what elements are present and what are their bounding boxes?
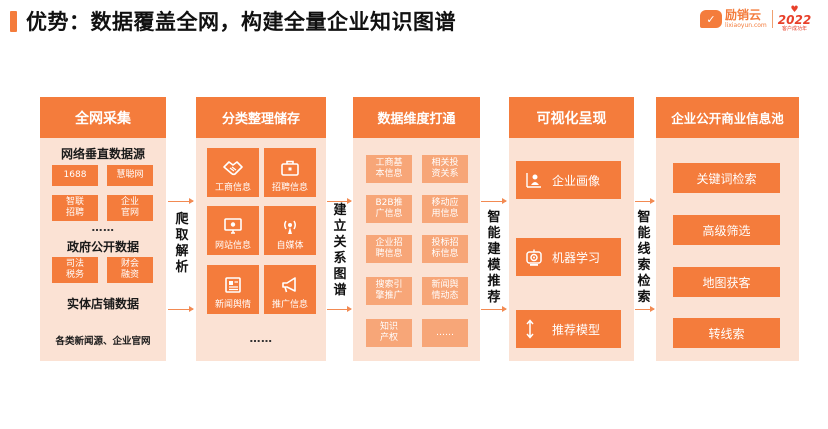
brand-name: 励销云 bbox=[725, 7, 762, 22]
arrow-connector bbox=[327, 198, 352, 204]
stage-title: 企业公开商业信息池 bbox=[656, 97, 799, 138]
link-label-lead-search: 智能线索检索 bbox=[637, 210, 651, 305]
megaphone-icon bbox=[282, 277, 296, 293]
robot-icon bbox=[522, 247, 546, 267]
chip-zhilian: 智联 招聘 bbox=[52, 195, 98, 221]
viz-label: 推荐模型 bbox=[552, 322, 601, 337]
tile-website-info: 网站信息 bbox=[207, 206, 259, 255]
heart-icon: ♥ bbox=[790, 5, 799, 15]
section-title-government: 政府公开数据 bbox=[66, 240, 139, 254]
stage-title: 可视化呈现 bbox=[509, 97, 634, 138]
arrow-connector bbox=[481, 198, 507, 204]
section-title-stores: 实体店铺数据 bbox=[66, 297, 139, 311]
broadcast-icon bbox=[284, 220, 296, 234]
cell-more: …… bbox=[422, 319, 468, 347]
section-footer-news: 各类新闻源、企业官网 bbox=[55, 336, 151, 347]
updown-arrows-icon bbox=[522, 318, 546, 340]
cell-search-promo: 搜索引 擎推广 bbox=[366, 277, 412, 305]
stage-title: 全网采集 bbox=[40, 97, 166, 138]
handshake-icon bbox=[223, 161, 243, 176]
arrow-connector bbox=[635, 306, 655, 312]
cell-mobile-app: 移动应 用信息 bbox=[422, 195, 468, 223]
chip-finance: 财会 融资 bbox=[107, 257, 153, 283]
viz-label: 企业画像 bbox=[552, 173, 601, 188]
cell-b2b-promo: B2B推 广信息 bbox=[366, 195, 412, 223]
brand-mark-icon: ✓ bbox=[700, 10, 722, 28]
tile-news-sentiment: 新闻舆情 bbox=[207, 265, 259, 314]
link-label-modeling: 智能建模推荐 bbox=[487, 210, 501, 305]
link-label-build-graph: 建立关系图谱 bbox=[333, 203, 347, 298]
viz-recommend-model: 推荐模型 bbox=[516, 310, 621, 348]
arrow-connector bbox=[481, 306, 507, 312]
pool-map-acquisition: 地图获客 bbox=[673, 267, 780, 297]
newspaper-icon bbox=[225, 277, 241, 293]
tile-label: 自媒体 bbox=[276, 241, 304, 251]
tile-business-info: 工商信息 bbox=[207, 148, 259, 197]
viz-label: 机器学习 bbox=[552, 250, 601, 265]
brand-tagline: 客户成功年 bbox=[781, 26, 807, 32]
page-title: 优势：数据覆盖全网，构建全量企业知识图谱 bbox=[26, 10, 456, 34]
viz-company-profile: 企业画像 bbox=[516, 161, 621, 199]
brand-divider bbox=[771, 10, 773, 28]
stage-title: 分类整理储存 bbox=[196, 97, 326, 138]
title-accent-bar bbox=[10, 11, 17, 32]
arrow-connector bbox=[168, 306, 194, 312]
stage-title: 数据维度打通 bbox=[353, 97, 480, 138]
pool-advanced-filter: 高级筛选 bbox=[673, 215, 780, 245]
cell-business-basic: 工商基 本信息 bbox=[366, 155, 412, 183]
stage-visualization: 可视化呈现 企业画像 机器学习 推荐模型 bbox=[509, 97, 634, 361]
arrow-connector bbox=[327, 306, 352, 312]
more-ellipsis: …… bbox=[249, 332, 273, 345]
cell-investment: 相关投 资关系 bbox=[422, 155, 468, 183]
tile-label: 推广信息 bbox=[271, 300, 308, 310]
brand-url: lixiaoyun.com bbox=[725, 21, 767, 29]
cell-recruiting: 企业招 聘信息 bbox=[366, 235, 412, 263]
chip-judicial-tax: 司法 税务 bbox=[52, 257, 98, 283]
tile-label: 新闻舆情 bbox=[214, 300, 251, 310]
monitor-icon bbox=[224, 218, 242, 234]
chip-1688: 1688 bbox=[52, 165, 98, 186]
tile-label: 工商信息 bbox=[214, 183, 251, 193]
cell-news-trends: 新闻舆 情动态 bbox=[422, 277, 468, 305]
stage-collection: 全网采集 网络垂直数据源 1688 慧聪网 智联 招聘 企业 官网 …… 政府公… bbox=[40, 97, 166, 361]
link-label-crawl: 爬取解析 bbox=[175, 212, 189, 275]
arrow-connector bbox=[168, 198, 194, 204]
pool-keyword-search: 关键词检索 bbox=[673, 163, 780, 193]
chip-hc360: 慧聪网 bbox=[107, 165, 153, 186]
tile-label: 招聘信息 bbox=[271, 183, 308, 193]
tile-self-media: 自媒体 bbox=[264, 206, 316, 255]
cell-bidding: 投标招 标信息 bbox=[422, 235, 468, 263]
tile-recruit-info: 招聘信息 bbox=[264, 148, 316, 197]
pool-convert-lead: 转线索 bbox=[673, 318, 780, 348]
stage-info-pool: 企业公开商业信息池 关键词检索 高级筛选 地图获客 转线索 bbox=[656, 97, 799, 361]
chip-company-site: 企业 官网 bbox=[107, 195, 153, 221]
more-ellipsis: …… bbox=[91, 221, 115, 234]
brand-year: 2022 bbox=[777, 13, 812, 27]
arrow-connector bbox=[635, 198, 655, 204]
stage-classify: 分类整理储存 工商信息 招聘信息 网站信息 自媒体 bbox=[196, 97, 326, 361]
chart-person-icon bbox=[522, 170, 546, 190]
brand-logo: ✓ 励销云 lixiaoyun.com ♥ 2022 客户成功年 bbox=[700, 6, 811, 32]
tile-label: 网站信息 bbox=[214, 241, 251, 251]
stage-dimensions: 数据维度打通 工商基 本信息 相关投 资关系 B2B推 广信息 移动应 用信息 … bbox=[353, 97, 480, 361]
section-title-vertical-sources: 网络垂直数据源 bbox=[60, 147, 145, 161]
cell-ip: 知识 产权 bbox=[366, 319, 412, 347]
viz-machine-learning: 机器学习 bbox=[516, 238, 621, 276]
tile-promotion-info: 推广信息 bbox=[264, 265, 316, 314]
briefcase-icon bbox=[281, 160, 299, 176]
